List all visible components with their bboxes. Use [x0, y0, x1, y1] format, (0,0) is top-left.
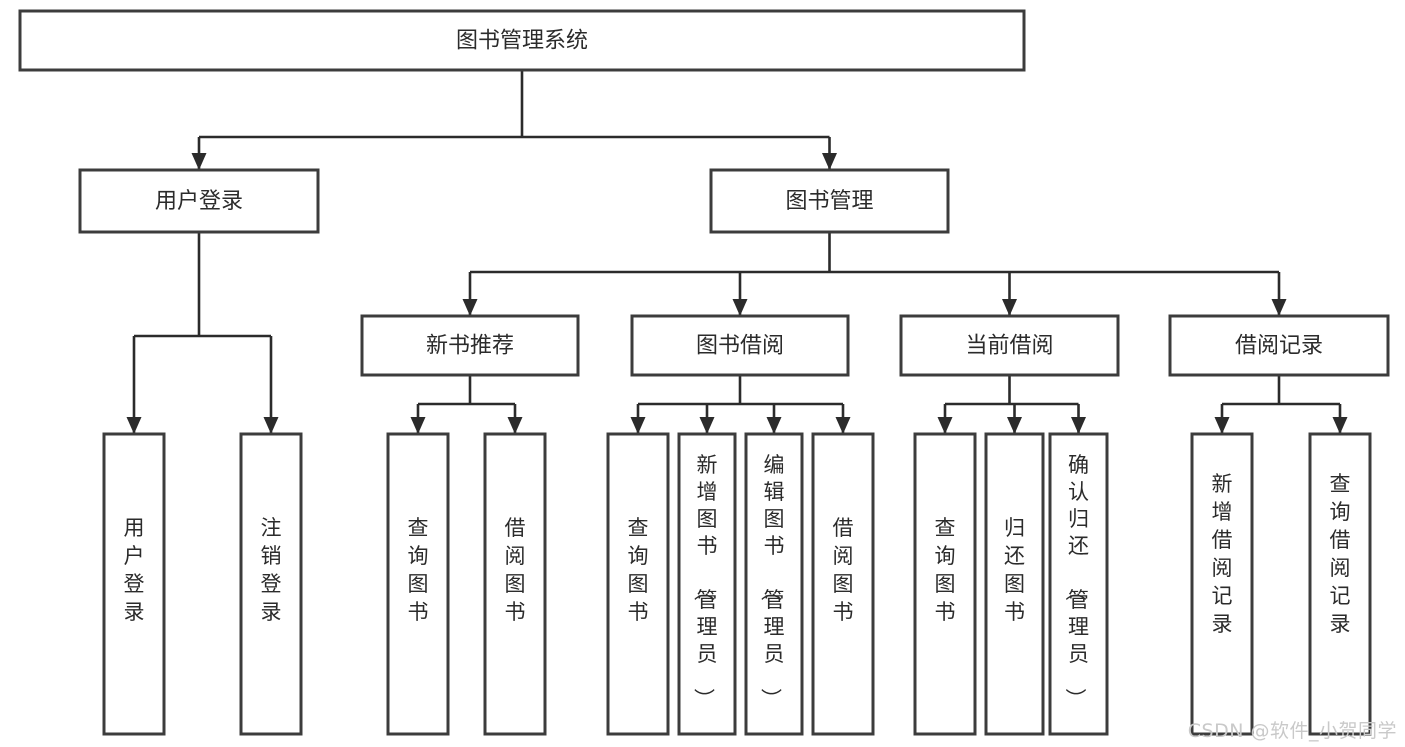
node-leaf-edit-book[interactable]: 编辑图书（管理员） [744, 432, 804, 736]
node-book-manage[interactable]: 图书管理 [709, 168, 950, 234]
node-leaf-query-book-1[interactable]: 查询图书 [386, 432, 450, 736]
node-leaf-query-book-3[interactable]: 查询图书 [913, 432, 977, 736]
node-leaf-query-record[interactable]: 查询借阅记录 [1308, 432, 1372, 736]
connector-layer [126, 70, 1348, 434]
arrow-head-icon [699, 417, 715, 434]
node-label-leaf-query-book-2: 查询图书 [628, 516, 649, 624]
arrow-head-icon [507, 417, 523, 434]
node-book-borrow[interactable]: 图书借阅 [630, 314, 850, 377]
arrow-head-icon [1071, 417, 1086, 434]
arrow-head-icon [410, 417, 426, 434]
node-label-leaf-edit-book: 编辑图书（管理员） [759, 453, 785, 709]
node-box-leaf-borrow-book-1[interactable] [483, 432, 547, 736]
connector-group-root-fanout [191, 70, 837, 170]
node-box-book-borrow[interactable] [630, 314, 850, 377]
connector-group-book-manage-fanout [462, 232, 1287, 316]
node-box-leaf-query-book-2[interactable] [606, 432, 670, 736]
node-box-leaf-logout[interactable] [239, 432, 303, 736]
arrow-head-icon [766, 417, 782, 434]
arrow-head-icon [1214, 417, 1230, 434]
node-label-current-borrow: 当前借阅 [965, 334, 1053, 359]
node-box-leaf-borrow-book-2[interactable] [811, 432, 875, 736]
arrow-head-icon [1007, 417, 1022, 434]
node-label-leaf-query-book-1: 查询图书 [408, 516, 429, 624]
node-leaf-query-book-2[interactable]: 查询图书 [606, 432, 670, 736]
node-box-book-manage[interactable] [709, 168, 950, 234]
node-root[interactable]: 图书管理系统 [18, 9, 1026, 72]
node-box-borrow-record[interactable] [1168, 314, 1390, 377]
arrow-head-icon [191, 153, 207, 170]
arrow-head-icon [835, 417, 851, 434]
arrow-head-icon [1271, 299, 1287, 316]
node-label-leaf-logout: 注销登录 [261, 516, 282, 624]
arrow-head-icon [1002, 299, 1017, 316]
node-label-new-book-recommend: 新书推荐 [426, 334, 514, 359]
node-box-leaf-query-record[interactable] [1308, 432, 1372, 736]
node-label-leaf-return-book: 归还图书 [1004, 516, 1025, 624]
node-box-leaf-return-book[interactable] [984, 432, 1045, 736]
node-box-new-book-recommend[interactable] [360, 314, 580, 377]
node-label-leaf-borrow-book-1: 借阅图书 [505, 516, 526, 624]
node-label-user-login: 用户登录 [155, 189, 243, 214]
node-label-book-borrow: 图书借阅 [696, 334, 784, 359]
node-leaf-user-login[interactable]: 用户登录 [102, 432, 166, 736]
node-leaf-logout[interactable]: 注销登录 [239, 432, 303, 736]
node-label-leaf-user-login: 用户登录 [124, 516, 145, 624]
node-leaf-add-book[interactable]: 新增图书（管理员） [677, 432, 737, 736]
node-box-current-borrow[interactable] [899, 314, 1120, 377]
node-leaf-borrow-book-2[interactable]: 借阅图书 [811, 432, 875, 736]
node-box-leaf-user-login[interactable] [102, 432, 166, 736]
node-label-leaf-query-book-3: 查询图书 [935, 516, 956, 624]
node-box-leaf-query-book-1[interactable] [386, 432, 450, 736]
node-box-leaf-query-book-3[interactable] [913, 432, 977, 736]
arrow-head-icon [630, 417, 646, 434]
node-label-leaf-add-record: 新增借阅记录 [1212, 472, 1233, 636]
arrow-head-icon [732, 299, 748, 316]
node-label-leaf-borrow-book-2: 借阅图书 [833, 516, 854, 624]
node-box-leaf-add-book[interactable] [677, 432, 737, 736]
node-user-login[interactable]: 用户登录 [78, 168, 320, 234]
connector-group-book-borrow-fanout [630, 375, 851, 434]
arrow-head-icon [937, 417, 953, 434]
node-leaf-return-book[interactable]: 归还图书 [984, 432, 1045, 736]
node-label-borrow-record: 借阅记录 [1235, 334, 1323, 359]
arrow-head-icon [462, 299, 478, 316]
connector-group-new-book-recommend-fanout [410, 375, 523, 434]
node-new-book-recommend[interactable]: 新书推荐 [360, 314, 580, 377]
node-box-root[interactable] [18, 9, 1026, 72]
node-current-borrow[interactable]: 当前借阅 [899, 314, 1120, 377]
arrow-head-icon [1332, 417, 1348, 434]
node-label-leaf-query-record: 查询借阅记录 [1330, 472, 1351, 636]
node-label-root: 图书管理系统 [456, 29, 588, 54]
node-label-book-manage: 图书管理 [785, 189, 873, 214]
node-label-leaf-confirm-return: 确认归还（管理员） [1063, 453, 1089, 709]
arrow-head-icon [126, 417, 142, 434]
node-leaf-add-record[interactable]: 新增借阅记录 [1190, 432, 1254, 736]
node-leaf-borrow-book-1[interactable]: 借阅图书 [483, 432, 547, 736]
arrow-head-icon [822, 153, 837, 170]
arrow-head-icon [263, 417, 279, 434]
node-box-leaf-confirm-return[interactable] [1048, 432, 1109, 736]
connector-group-current-borrow-fanout [937, 375, 1086, 434]
node-borrow-record[interactable]: 借阅记录 [1168, 314, 1390, 377]
node-box-leaf-add-record[interactable] [1190, 432, 1254, 736]
connector-group-borrow-record-fanout [1214, 375, 1348, 434]
node-label-leaf-add-book: 新增图书（管理员） [692, 453, 718, 709]
node-leaf-confirm-return[interactable]: 确认归还（管理员） [1048, 432, 1109, 736]
csdn-watermark: CSDN @软件_小贺同学 [1187, 720, 1397, 742]
node-box-user-login[interactable] [78, 168, 320, 234]
node-box-leaf-edit-book[interactable] [744, 432, 804, 736]
node-layer: 图书管理系统用户登录图书管理新书推荐图书借阅当前借阅借阅记录用户登录注销登录查询… [18, 9, 1390, 736]
connector-group-user-login-fanout [126, 232, 279, 434]
